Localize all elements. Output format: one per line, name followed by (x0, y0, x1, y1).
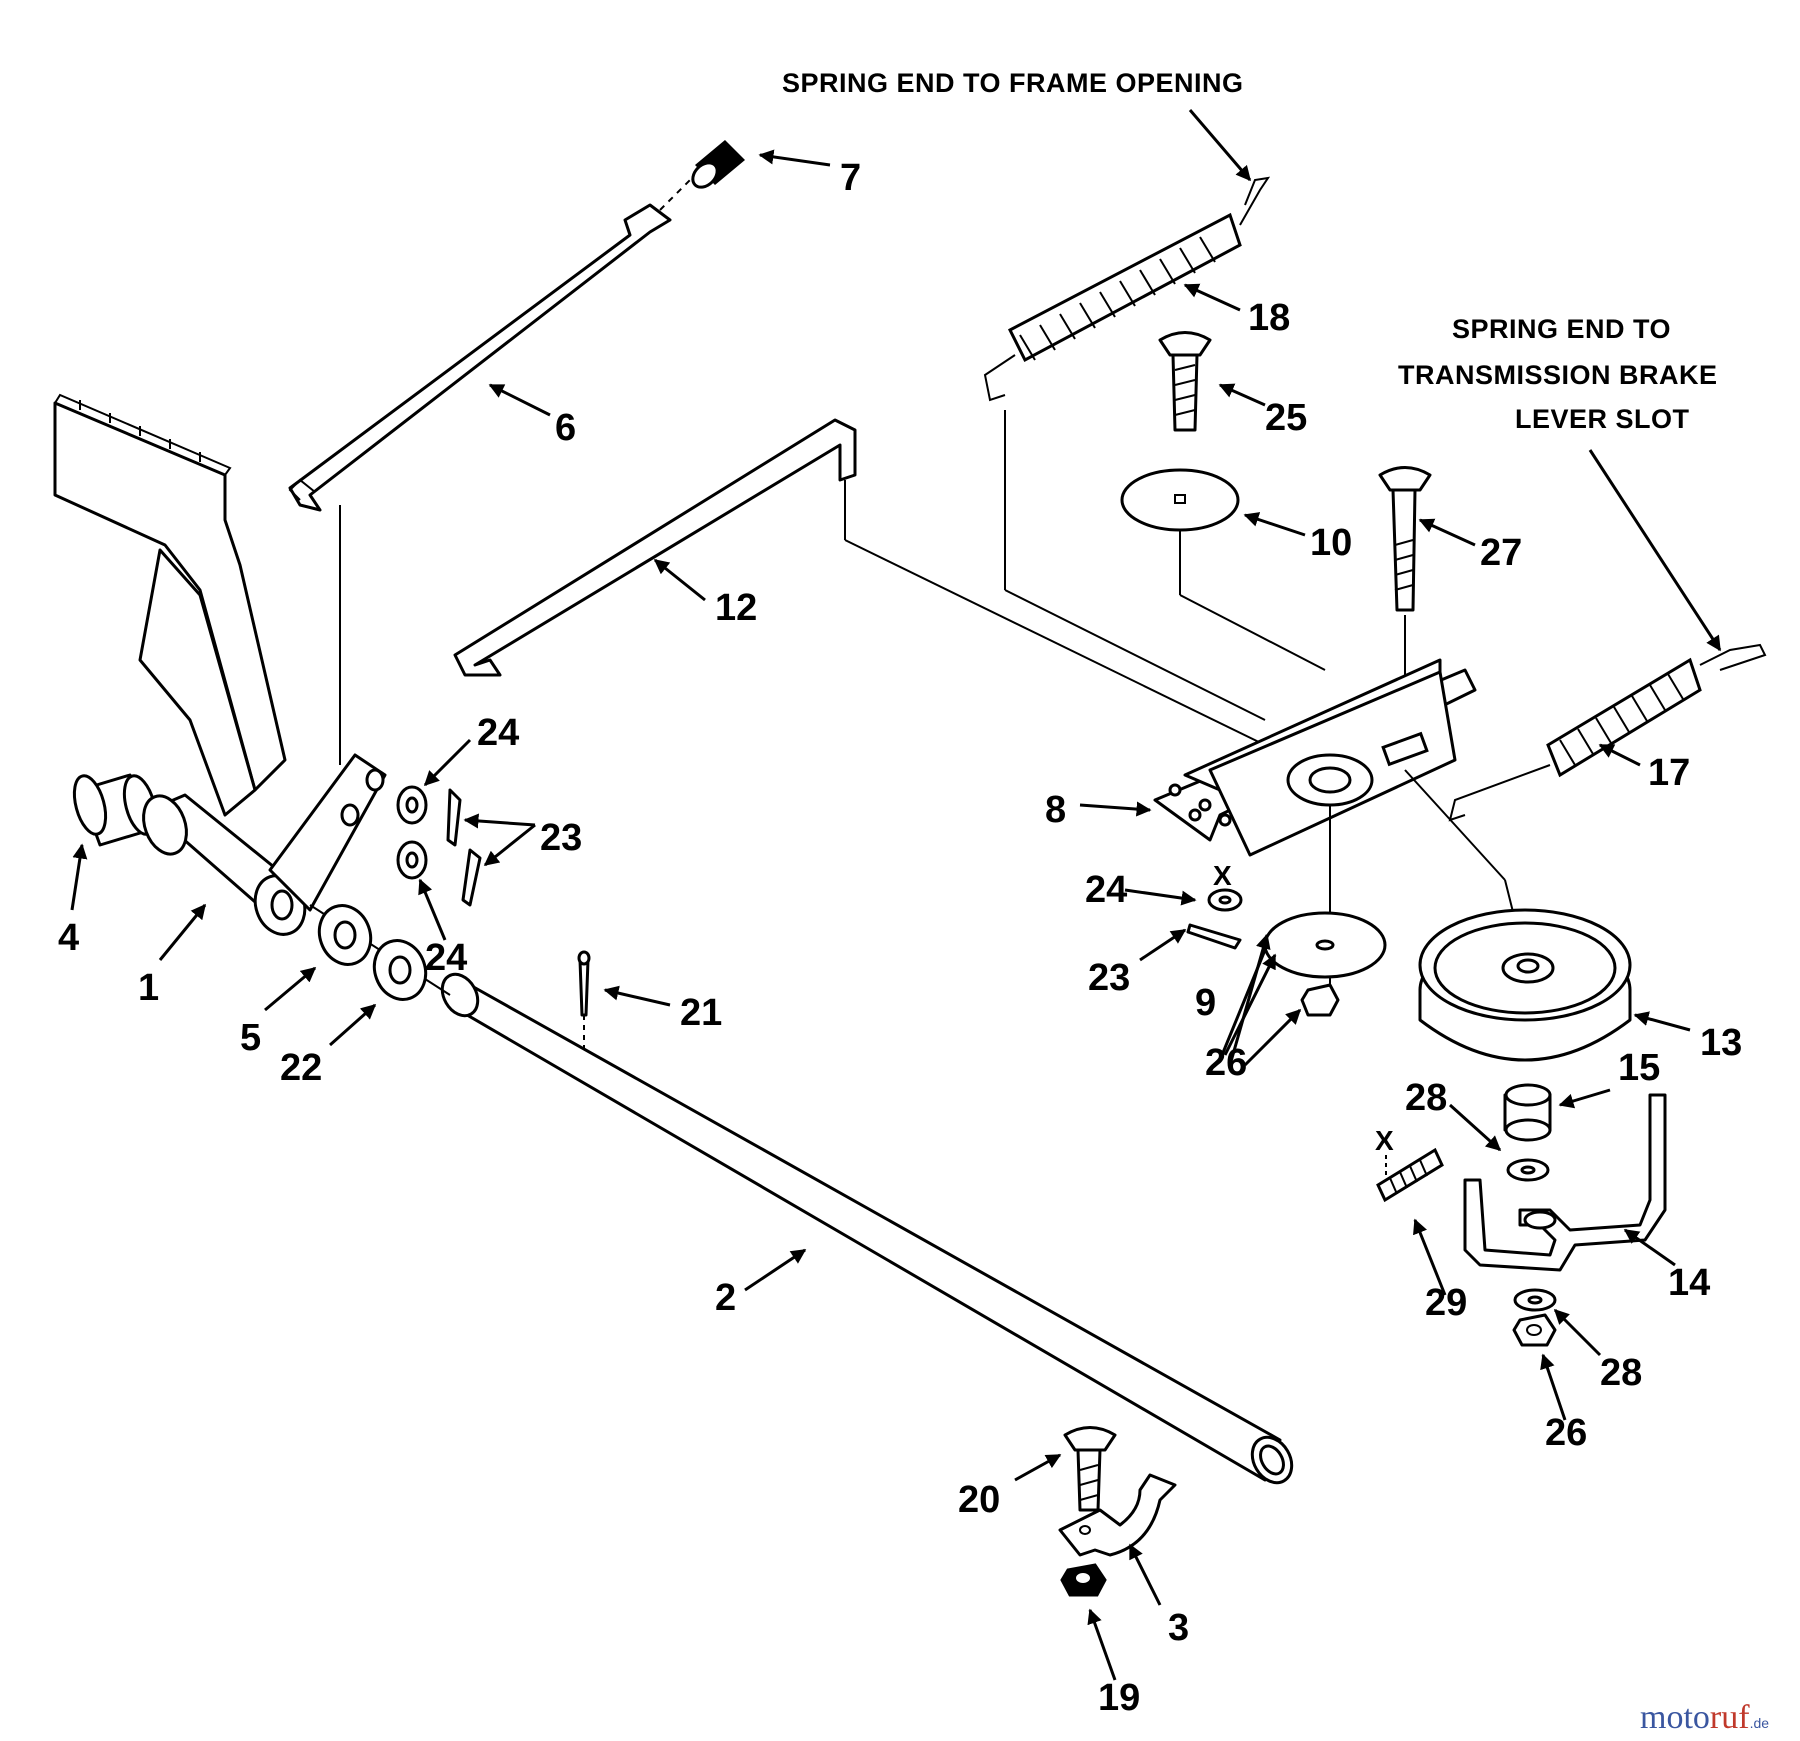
note-frame-opening: SPRING END TO FRAME OPENING (782, 68, 1244, 98)
callout-1: 1 (138, 967, 159, 1009)
svg-text:motoruf.de: motoruf.de (1640, 1699, 1769, 1736)
cotter-pin-part-23 (446, 788, 482, 907)
callout-7: 7 (840, 157, 861, 199)
callout-13: 13 (1700, 1022, 1742, 1064)
washer-part-28-upper (1506, 1158, 1550, 1182)
callout-28-upper: 28 (1405, 1077, 1447, 1119)
spring-part-17 (1448, 643, 1767, 822)
nut-part-26-lower (1512, 1313, 1557, 1347)
callout-24-bracket: 24 (1085, 869, 1127, 911)
knob-part-7 (691, 140, 745, 189)
callout-23-bracket: 23 (1088, 957, 1130, 999)
spring-part-18 (983, 176, 1271, 721)
cross-shaft-part-2 (309, 904, 1294, 1485)
bracket-part-8 (1153, 658, 1526, 985)
rod-part-12 (453, 418, 1266, 746)
callout-5: 5 (240, 1017, 261, 1059)
bushing-part-4 (72, 773, 158, 847)
callout-19: 19 (1098, 1677, 1140, 1719)
callout-25: 25 (1265, 397, 1307, 439)
clamp-part-3 (1058, 1473, 1177, 1557)
washer-part-22 (372, 939, 428, 1001)
callout-x-spring: X (1375, 1125, 1394, 1156)
note-brake-line2: TRANSMISSION BRAKE (1398, 360, 1718, 390)
watermark: motoruf.de (1640, 1699, 1769, 1736)
callout-17: 17 (1648, 752, 1690, 794)
nut-part-26-upper (1300, 983, 1340, 1017)
callout-10: 10 (1310, 522, 1352, 564)
callout-4: 4 (58, 917, 79, 959)
nut-part-19 (1060, 1563, 1107, 1597)
callout-18: 18 (1248, 297, 1290, 339)
callout-15: 15 (1618, 1047, 1660, 1089)
callout-x-bracket: X (1213, 860, 1232, 891)
spacer-part-15 (1503, 1083, 1552, 1142)
callout-28-lower: 28 (1600, 1352, 1642, 1394)
brake-pedal-part-1 (53, 393, 387, 936)
watermark-part2: ruf (1710, 1699, 1750, 1736)
callout-6: 6 (555, 407, 576, 449)
watermark-part3: .de (1750, 1715, 1770, 1731)
leader-arrows (70, 109, 1722, 1681)
callout-21: 21 (680, 992, 722, 1034)
callout-20: 20 (958, 1479, 1000, 1521)
washer-part-24-lower (396, 840, 428, 880)
carriage-bolt-part-20 (1063, 1426, 1117, 1512)
pulley-part-13 (1418, 908, 1632, 1062)
cotter-pin-part-23-bracket (1186, 923, 1242, 950)
washer-part-9 (1263, 911, 1387, 979)
washer-part-24-upper (396, 785, 428, 825)
callout-22: 22 (280, 1047, 322, 1089)
note-brake-line3: LEVER SLOT (1515, 404, 1690, 434)
idler-arm-part-14 (1463, 1093, 1667, 1272)
callout-26-lower: 26 (1545, 1412, 1587, 1454)
spring-part-29 (1376, 1147, 1444, 1203)
washer-part-10 (1120, 468, 1326, 671)
callout-14: 14 (1668, 1262, 1710, 1304)
callout-2: 2 (715, 1277, 736, 1319)
callout-8: 8 (1045, 789, 1066, 831)
callout-24-top: 24 (477, 712, 519, 754)
callout-3: 3 (1168, 1607, 1189, 1649)
watermark-part1: moto (1640, 1699, 1710, 1736)
callout-23-pedal: 23 (540, 817, 582, 859)
callout-27: 27 (1480, 532, 1522, 574)
washer-part-24-bracket (1207, 888, 1243, 912)
washer-part-5 (317, 904, 373, 966)
note-brake-line1: SPRING END TO (1452, 314, 1671, 344)
bolt-part-27 (1378, 466, 1432, 745)
washer-part-28-lower (1513, 1288, 1557, 1312)
carriage-bolt-part-25 (1158, 331, 1212, 432)
callout-9: 9 (1195, 982, 1216, 1024)
callout-12: 12 (715, 587, 757, 629)
pin-part-21 (577, 950, 591, 1050)
callout-26-upper: 26 (1205, 1042, 1247, 1084)
callout-29: 29 (1425, 1282, 1467, 1324)
rod-part-6 (288, 179, 691, 765)
callout-24-bottom: 24 (425, 937, 467, 979)
